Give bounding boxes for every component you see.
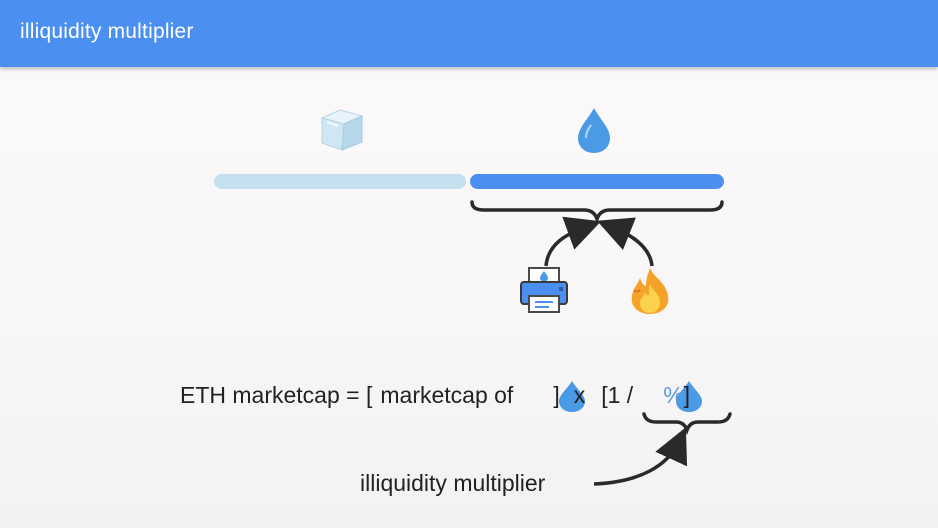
printer-icon [520, 267, 568, 313]
page-title: illiquidity multiplier [20, 20, 194, 43]
formula-times: x [573, 381, 586, 408]
ice-cube-icon [320, 109, 364, 151]
header-bar: illiquidity multiplier [0, 0, 938, 67]
liquid-brace [470, 200, 724, 225]
fire-icon [631, 268, 669, 314]
formula: ETH marketcap = [ marketcap of ] x [1 / … [180, 378, 690, 412]
liquid-supply-bar [470, 174, 724, 189]
formula-percent: % [663, 381, 684, 408]
formula-open-multiplier: [1 / [601, 381, 634, 408]
burn-arrow [597, 217, 654, 267]
formula-close-multiplier: ] [683, 381, 691, 408]
water-drop-icon [676, 381, 702, 412]
formula-close-bracket: ] [553, 381, 560, 408]
water-drop-icon [559, 381, 585, 412]
mint-arrow [544, 216, 602, 267]
multiplier-brace [642, 412, 732, 435]
formula-marketcap-of: marketcap of [380, 381, 514, 408]
water-drop-icon [578, 108, 610, 153]
multiplier-caption: illiquidity multiplier [360, 470, 546, 496]
formula-lhs: ETH marketcap = [ [180, 381, 373, 408]
caption-arrow [593, 427, 688, 486]
illiquid-supply-bar [214, 174, 466, 189]
